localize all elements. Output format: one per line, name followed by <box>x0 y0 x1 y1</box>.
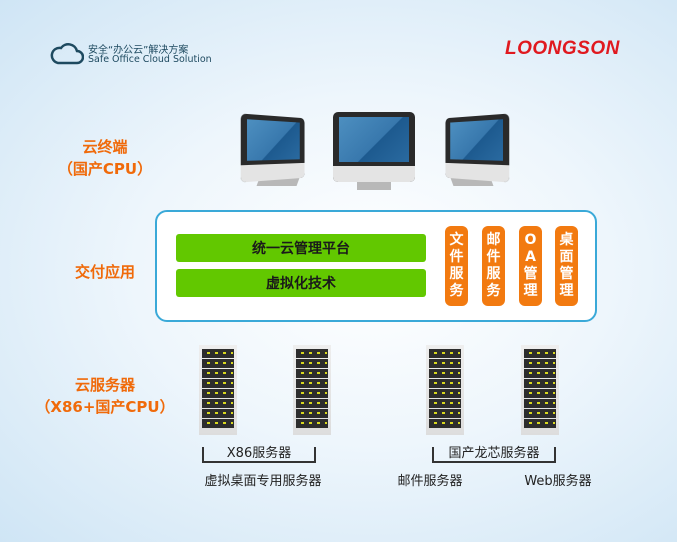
server-rack-icon <box>199 345 237 435</box>
vdi-server-label: 虚拟桌面专用服务器 <box>204 474 322 489</box>
cloud-terminal-cpu-label: （国产CPU） <box>57 160 153 178</box>
file-service: 文件服务 <box>445 226 468 306</box>
cloud-management-platform: 统一云管理平台 <box>176 234 426 262</box>
x86-server-group-label: X86服务器 <box>226 446 292 461</box>
loongson-bracket <box>432 447 556 463</box>
logo-title-cn: 安全“办公云”解决方案 <box>88 45 189 56</box>
monitor-stand <box>357 180 391 190</box>
mail-server-label: 邮件服务器 <box>397 474 463 489</box>
mail-service: 邮件服务 <box>482 226 505 306</box>
logo-title-en: Safe Office Cloud Solution <box>88 54 212 65</box>
desktop-management: 桌面管理 <box>555 226 578 306</box>
brand-logo: LOONGSON <box>505 38 620 59</box>
cloud-server-label: 云服务器 <box>74 376 135 394</box>
cloud-server-cpu-label: （X86+国产CPU） <box>35 398 175 416</box>
server-rack-icon <box>426 345 464 435</box>
x86-bracket <box>202 447 316 463</box>
loongson-server-group-label: 国产龙芯服务器 <box>448 446 540 461</box>
cloud-terminal-label: 云终端 <box>82 138 128 156</box>
monitor-icon <box>445 113 510 183</box>
delivery-label: 交付应用 <box>74 263 135 281</box>
web-server-label: Web服务器 <box>524 474 592 489</box>
server-rack-icon <box>293 345 331 435</box>
monitor-icon <box>333 112 415 182</box>
server-rack-icon <box>521 345 559 435</box>
monitor-icon <box>240 113 305 183</box>
virtualization-technology: 虚拟化技术 <box>176 269 426 297</box>
cloud-icon <box>50 43 84 65</box>
